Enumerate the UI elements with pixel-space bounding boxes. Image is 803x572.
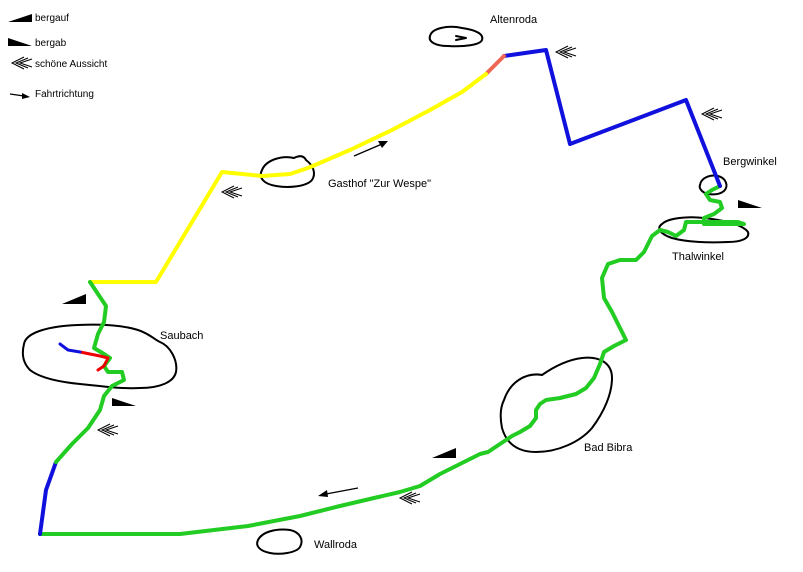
town-outline-thalwinkel bbox=[658, 216, 750, 244]
uphill-wedge-icon bbox=[8, 14, 32, 22]
uphill-wedge-icon bbox=[432, 448, 456, 458]
route-green-west bbox=[54, 280, 126, 464]
scenic-view-icon bbox=[700, 107, 723, 121]
scenic-view-icon bbox=[10, 56, 33, 70]
downhill-wedge-icon bbox=[738, 200, 762, 208]
town-outline-altenroda bbox=[428, 25, 484, 48]
legend-uphill-label: bergauf bbox=[35, 13, 69, 24]
route-green-east bbox=[38, 184, 746, 536]
place-label-bad-bibra: Bad Bibra bbox=[584, 442, 633, 454]
direction-arrow-icon bbox=[318, 487, 359, 497]
legend: bergauf bergab schöne Aussicht Fahrtrich… bbox=[8, 13, 107, 100]
scenic-view-markers bbox=[96, 45, 723, 505]
route-blue-west bbox=[38, 460, 58, 536]
town-outline-bergwinkel bbox=[698, 174, 728, 196]
route-yellow-north bbox=[88, 72, 488, 284]
scenic-view-icon bbox=[398, 491, 421, 505]
town-outline-bad-bibra bbox=[499, 356, 613, 453]
route-blue-east bbox=[502, 48, 722, 188]
legend-direction-label: Fahrtrichtung bbox=[35, 89, 94, 100]
place-label-thalwinkel: Thalwinkel bbox=[672, 251, 724, 263]
legend-downhill-label: bergab bbox=[35, 38, 67, 49]
direction-arrow-icon bbox=[353, 141, 388, 157]
place-label-wallroda: Wallroda bbox=[314, 539, 358, 551]
route-red-saubach bbox=[78, 350, 110, 372]
downhill-wedge-icon bbox=[8, 38, 32, 46]
direction-arrow-icon bbox=[9, 93, 30, 99]
place-labels: Altenroda Bergwinkel Gasthof "Zur Wespe"… bbox=[160, 14, 777, 551]
town-outline-gasthof bbox=[259, 155, 315, 188]
town-outline-saubach bbox=[21, 323, 178, 390]
place-label-altenroda: Altenroda bbox=[490, 14, 538, 26]
elevation-markers bbox=[62, 200, 762, 458]
downhill-wedge-icon bbox=[112, 398, 136, 406]
place-label-bergwinkel: Bergwinkel bbox=[723, 156, 777, 168]
place-label-saubach: Saubach bbox=[160, 330, 203, 342]
scenic-view-icon bbox=[220, 185, 243, 199]
route bbox=[38, 48, 746, 536]
place-label-gasthof: Gasthof "Zur Wespe" bbox=[328, 178, 431, 190]
town-outlines bbox=[21, 25, 750, 555]
scenic-view-icon bbox=[554, 45, 577, 59]
scenic-view-icon bbox=[96, 423, 119, 437]
legend-scenic-view-label: schöne Aussicht bbox=[35, 59, 107, 70]
uphill-wedge-icon bbox=[62, 294, 86, 304]
town-outline-wallroda bbox=[256, 528, 303, 555]
route-salmon-connector bbox=[484, 54, 506, 76]
direction-markers bbox=[318, 141, 388, 497]
route-blue-saubach bbox=[58, 342, 82, 354]
